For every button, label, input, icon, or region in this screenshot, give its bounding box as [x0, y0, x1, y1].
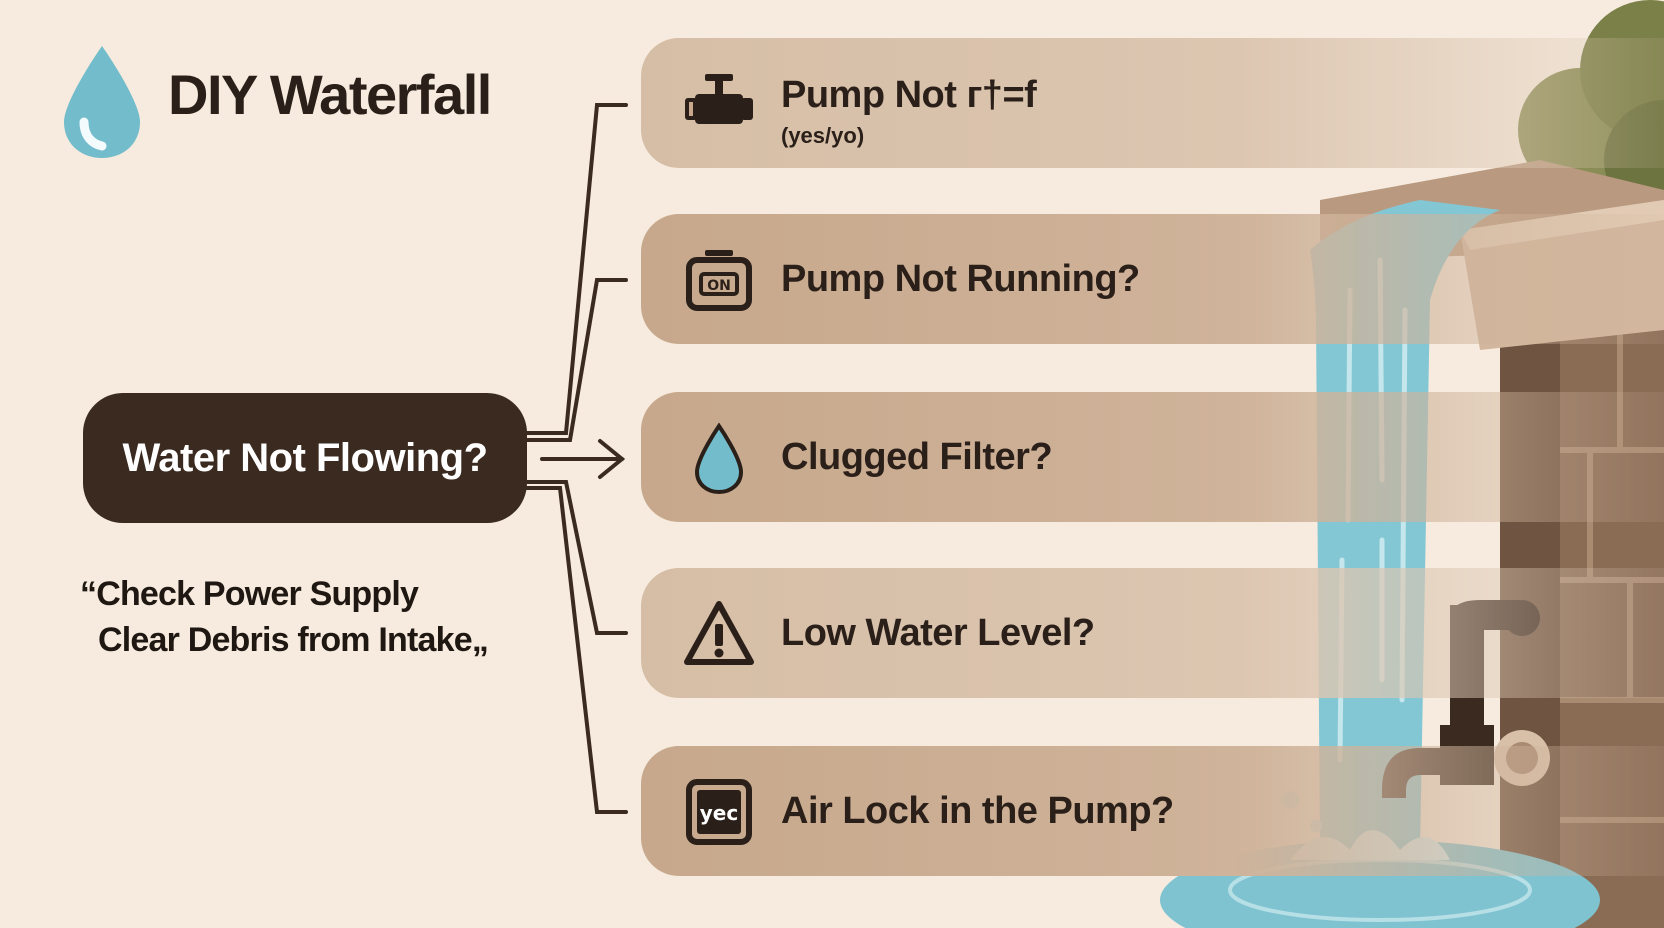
- root-label: Water Not Flowing?: [122, 435, 488, 480]
- tip-line-1: “Check Power Supply: [80, 575, 419, 613]
- warning-icon: [684, 601, 754, 665]
- branch-label: Low Water Level?: [781, 612, 1095, 654]
- pump-display-icon: ON: [686, 250, 752, 311]
- valve-icon: [685, 74, 753, 124]
- branch-pump-not-running: ON Pump Not Running?: [641, 214, 1664, 344]
- branch-label: Pump Not г†=f: [781, 74, 1037, 116]
- branch-air-lock: yec Air Lock in the Pump?: [641, 746, 1664, 876]
- water-drop-logo-icon: [64, 46, 140, 158]
- yec-box-icon: yec: [686, 779, 752, 845]
- branch-pump-not: Pump Not г†=f (yes/yo): [641, 38, 1664, 168]
- branch-label: Clugged Filter?: [781, 436, 1053, 478]
- tip-line-2: Clear Debris from Intake„: [98, 621, 489, 659]
- water-drop-icon: [694, 422, 744, 494]
- svg-text:ON: ON: [707, 278, 731, 294]
- branch-label: Air Lock in the Pump?: [781, 790, 1174, 832]
- branch-label: Pump Not Running?: [781, 258, 1140, 300]
- tip-note: “Check Power Supply Clear Debris from In…: [80, 571, 489, 663]
- root-node: Water Not Flowing?: [83, 393, 527, 523]
- yec-text: yec: [700, 801, 738, 825]
- branch-low-water-level: Low Water Level?: [641, 568, 1664, 698]
- page-title: DIY Waterfall: [168, 63, 492, 126]
- branch-clogged-filter: Clugged Filter?: [641, 392, 1664, 522]
- branch-sublabel: (yes/yo): [781, 123, 865, 148]
